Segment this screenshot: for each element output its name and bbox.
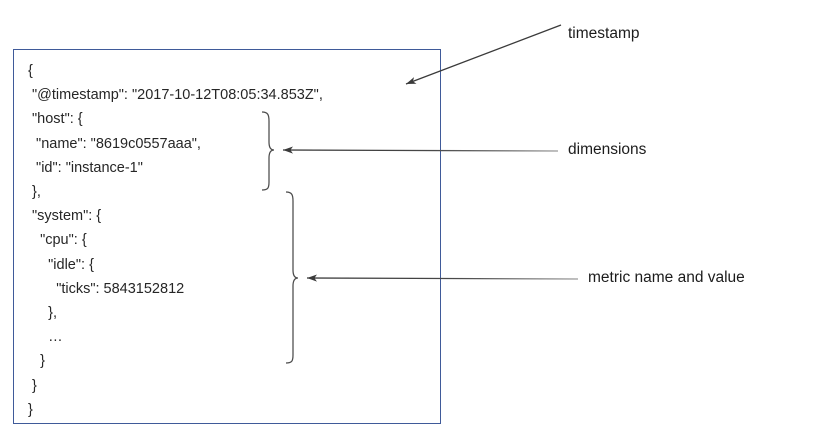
json-code-block: { "@timestamp": "2017-10-12T08:05:34.853… bbox=[28, 63, 323, 418]
annotation-label-metric: metric name and value bbox=[588, 269, 745, 286]
annotation-label-dimensions: dimensions bbox=[568, 141, 647, 158]
json-document-box: { "@timestamp": "2017-10-12T08:05:34.853… bbox=[13, 49, 441, 424]
annotation-label-timestamp: timestamp bbox=[568, 25, 640, 42]
